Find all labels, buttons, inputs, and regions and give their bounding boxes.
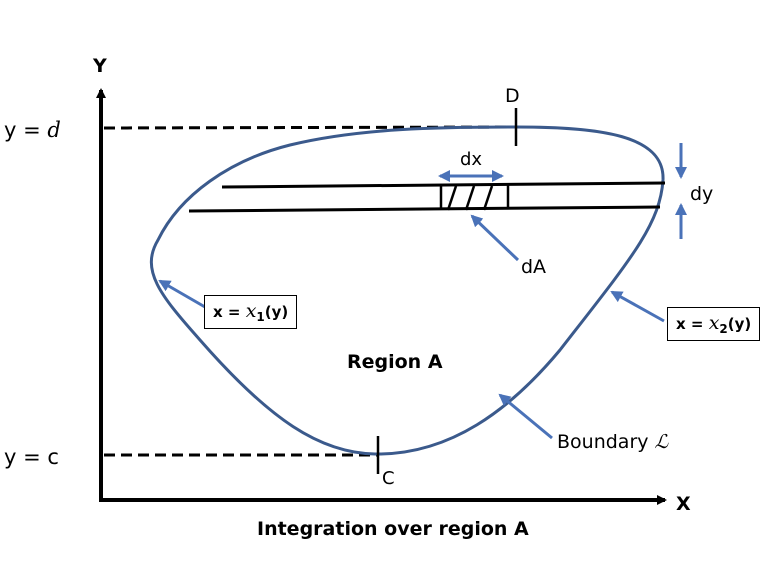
- point-c-label: C: [382, 468, 395, 489]
- y-axis-label: Y: [92, 55, 107, 77]
- x2-pointer-arrow: [610, 290, 665, 323]
- strip-bottom-line: [188, 205, 661, 213]
- strip-top-line: [221, 181, 666, 189]
- dA-label: dA: [521, 256, 546, 278]
- point-d-label: D: [505, 85, 520, 107]
- x1-pointer-arrow: [158, 279, 206, 309]
- y-d-label: y = d: [4, 118, 61, 142]
- right-boundary-label: x = x2(y): [667, 307, 761, 341]
- element-hatch: [446, 185, 494, 211]
- x-axis-label: X: [676, 493, 691, 515]
- dx-label: dx: [460, 149, 482, 170]
- left-boundary-label: x = x1(y): [204, 295, 298, 329]
- boundary-curve: [149, 125, 665, 456]
- dA-pointer-arrow: [470, 214, 520, 262]
- boundary-label: Boundary ℒ: [557, 431, 670, 453]
- boundary-pointer-arrow: [498, 393, 553, 440]
- diagram-title: Integration over region A: [257, 518, 529, 540]
- region-label: Region A: [347, 351, 443, 373]
- dy-label: dy: [690, 183, 713, 205]
- y-c-label: y = c: [4, 445, 59, 469]
